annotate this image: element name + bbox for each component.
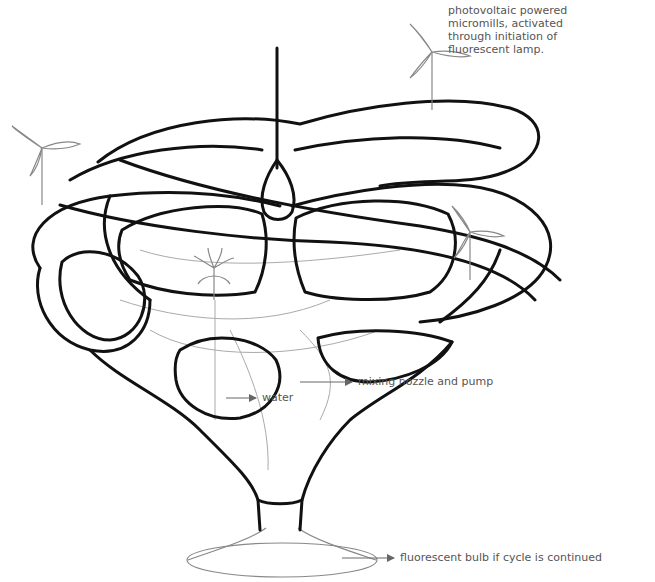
label-slot: photovoltaic powered micromills, activat… xyxy=(448,4,598,56)
annotation-label: mixing nozzle and pump xyxy=(358,375,558,388)
annotation-label: photovoltaic powered micromills, activat… xyxy=(448,4,598,56)
annotation-label: water xyxy=(262,391,342,404)
label-slot: fluorescent bulb if cycle is continued xyxy=(400,551,640,564)
label-slot: water xyxy=(262,391,342,404)
label-slot: mixing nozzle and pump xyxy=(358,375,558,388)
annotation-label: fluorescent bulb if cycle is continued xyxy=(400,551,640,564)
